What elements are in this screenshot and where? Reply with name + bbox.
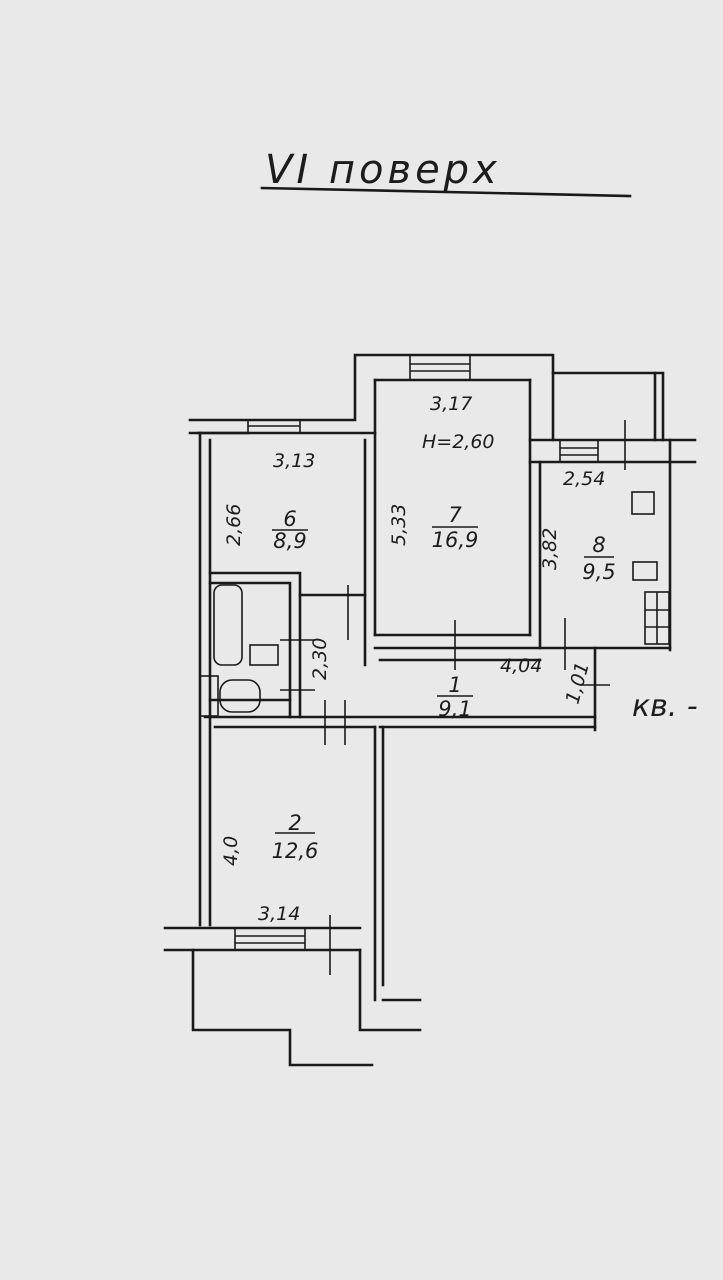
r6-width: 3,13	[273, 450, 315, 472]
window-room-2	[234, 927, 306, 951]
r2-width: 3,14	[258, 903, 300, 925]
toilet-icon	[219, 679, 261, 713]
floor-title: VI поверх	[265, 147, 501, 193]
title-underline	[260, 186, 632, 198]
room-area: 8,9	[273, 529, 306, 553]
r2-depth: 4,0	[220, 836, 242, 866]
room-number: 8	[592, 533, 605, 557]
hall-side: 1,01	[562, 660, 594, 707]
r7-depth: 5,33	[388, 504, 410, 546]
r8-depth: 3,82	[539, 528, 561, 570]
flat-label: кв. -	[632, 689, 698, 724]
r7-width: 3,17	[430, 393, 472, 415]
r8-width: 2,54	[563, 468, 605, 490]
ceiling-height: H=2,60	[422, 431, 495, 453]
room-number: 7	[448, 503, 462, 527]
room-area: 9,5	[582, 560, 615, 584]
window-room-7	[409, 354, 471, 381]
room-1-label: 1 9,1	[437, 673, 473, 721]
room-6-label: 6 8,9	[272, 507, 308, 553]
washbasin-icon	[249, 644, 279, 666]
room-area: 9,1	[438, 697, 471, 721]
room-number: 1	[448, 673, 461, 697]
room-7-label: 7 16,9	[432, 503, 479, 552]
bathtub-icon	[213, 584, 243, 666]
room-number: 2	[288, 811, 301, 835]
room-8-label: 8 9,5	[582, 533, 615, 584]
room-2-label: 2 12,6	[272, 811, 319, 863]
stove-icon	[631, 491, 655, 515]
ventilation-icon	[199, 675, 219, 717]
window-room-8	[559, 439, 599, 463]
r6-depth: 2,66	[223, 504, 245, 546]
room-area: 12,6	[272, 839, 319, 863]
door-marks	[280, 420, 626, 975]
room-area: 16,9	[432, 528, 479, 552]
fixtures	[199, 491, 670, 717]
sink-icon	[632, 561, 658, 581]
bath-length: 2,30	[309, 638, 331, 680]
hall-length: 4,04	[500, 655, 542, 677]
windows	[234, 354, 599, 951]
room-number: 6	[283, 507, 296, 531]
walls	[163, 353, 697, 1067]
